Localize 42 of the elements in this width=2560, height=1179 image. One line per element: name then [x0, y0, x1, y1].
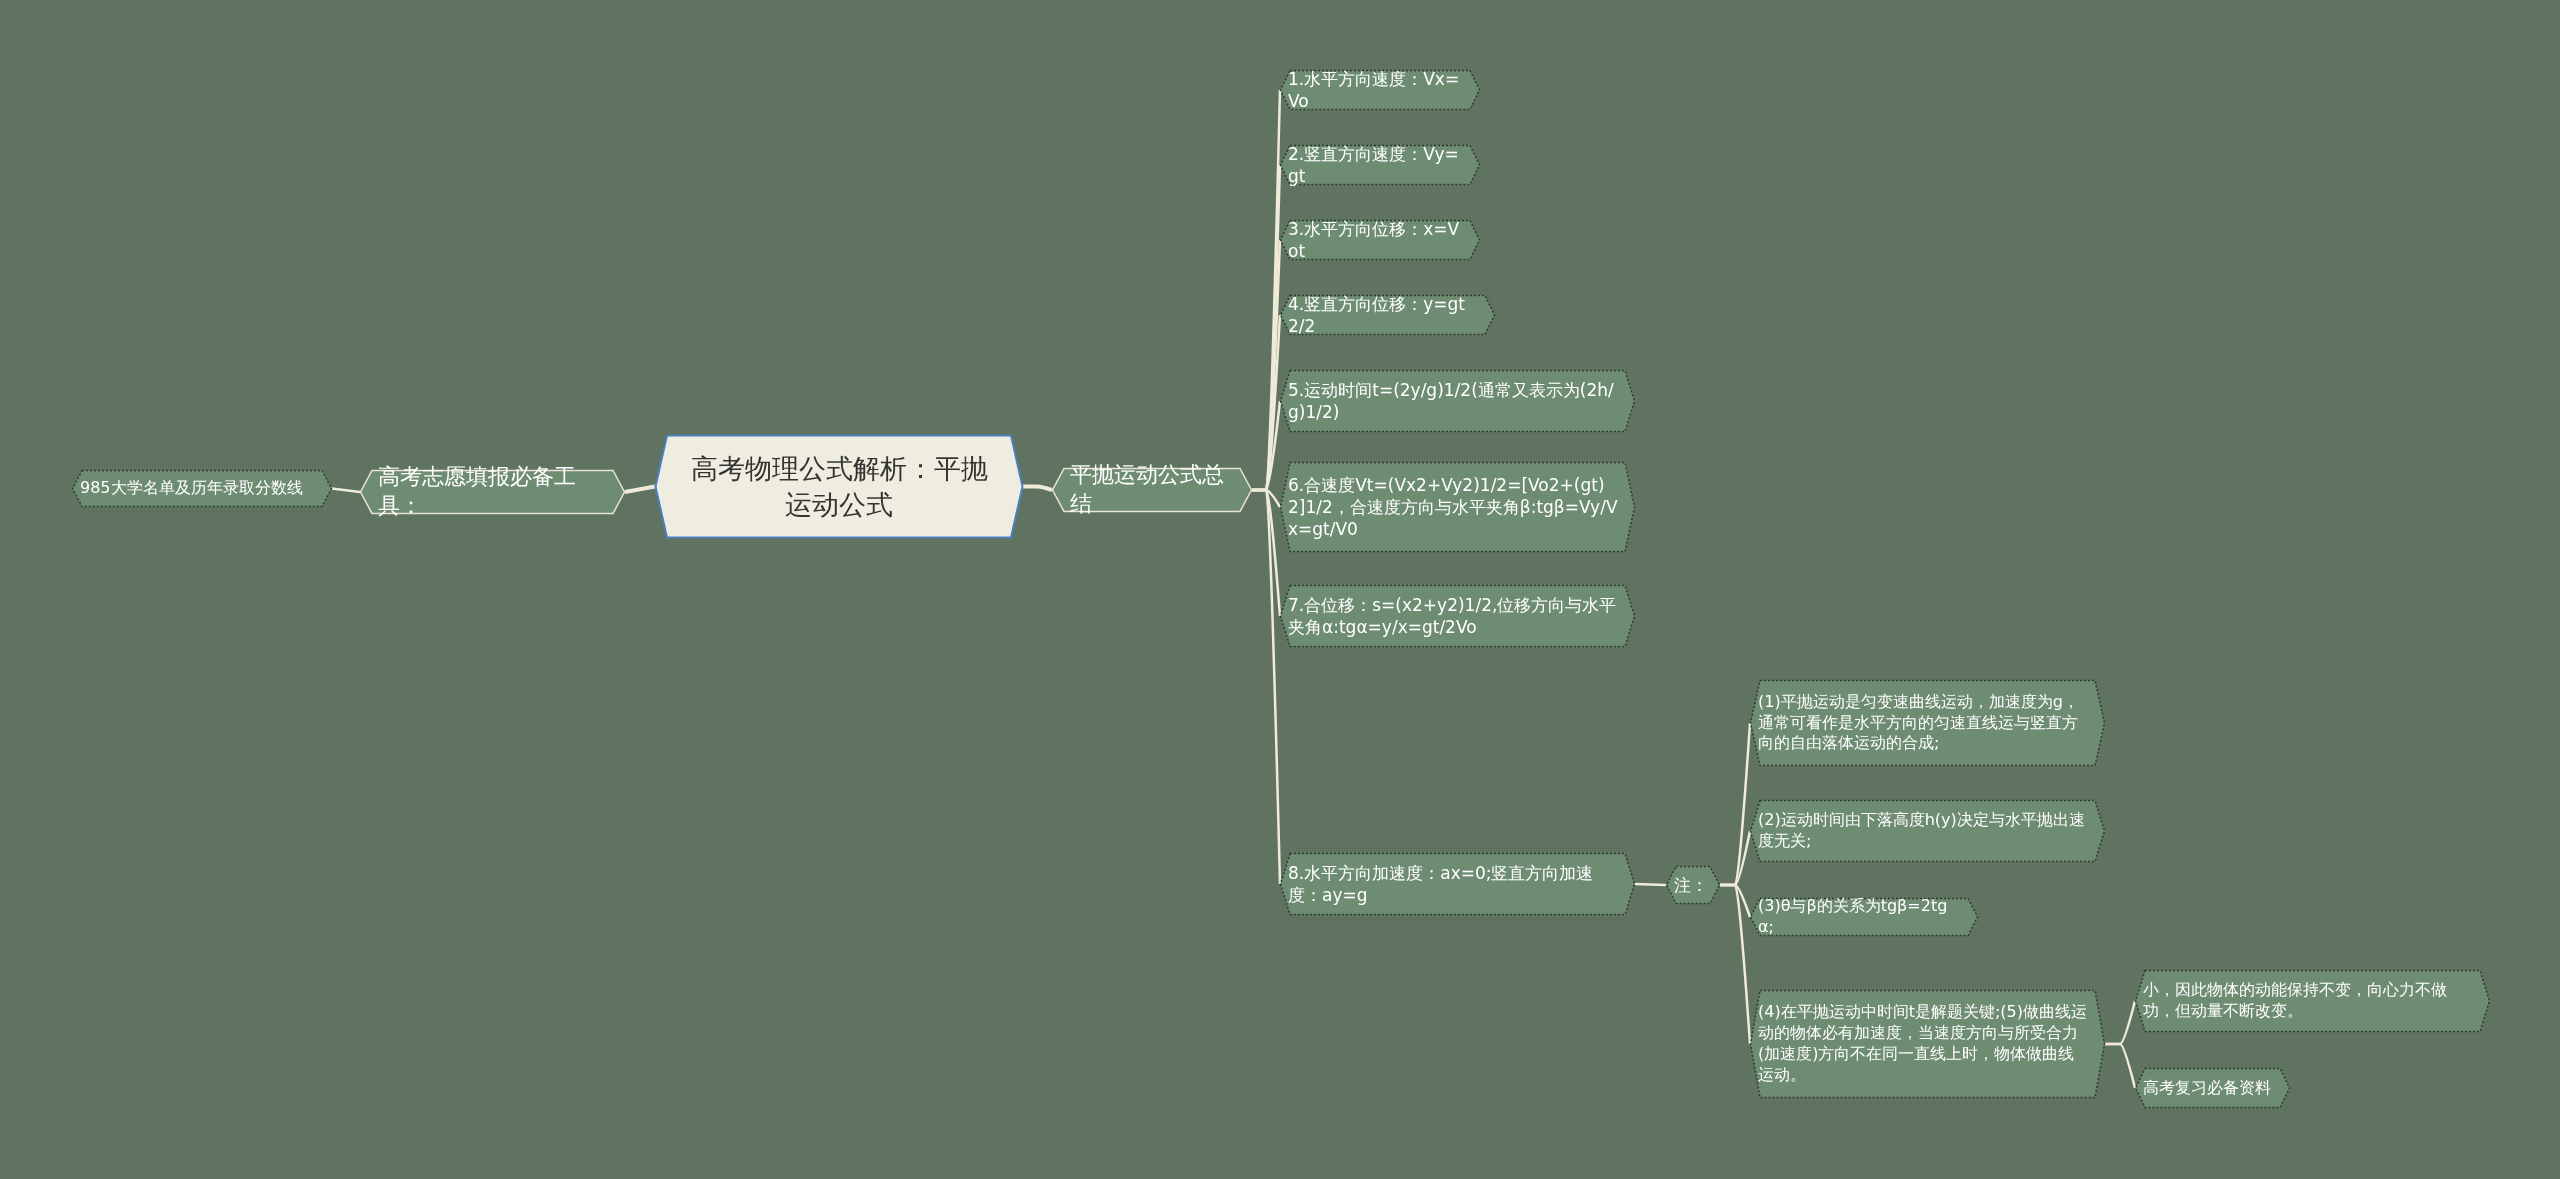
- subtopic-box: [1280, 145, 1480, 185]
- connector-line: [1252, 488, 1282, 885]
- connector-line: [1023, 484, 1053, 492]
- topic-text: 平抛运动公式总结: [1070, 461, 1225, 518]
- connector-line: [2105, 1042, 2137, 1089]
- connector-line: [1634, 882, 1667, 887]
- topic-text: 高考志愿填报必备工具：: [378, 463, 577, 520]
- subtopic-box: [1280, 585, 1635, 647]
- topic-text: 6.合速度Vt=(Vx2+Vy2)1/2=[Vo2+(gt)2]1/2，合速度方向与水平夹角β:tgβ=Vy/Vx=gt/V0: [1288, 473, 1619, 541]
- topic-text: 3.水平方向位移：x=Vot: [1288, 217, 1461, 263]
- subtopic-box: [2135, 970, 2490, 1032]
- subtopic-box: [1750, 990, 2105, 1098]
- subtopic-box: [1280, 462, 1635, 552]
- topic-text: 小，因此物体的动能保持不变，向心力不做功，但动量不断改变。: [2143, 980, 2448, 1022]
- topic-text: (3)θ与β的关系为tgβ=2tgα;: [1758, 896, 1949, 938]
- subtopic-box: [2135, 1068, 2290, 1108]
- subtopic-box: [1280, 295, 1495, 335]
- subtopic-box: [1280, 853, 1635, 915]
- topic-text: 5.运动时间t=(2y/g)1/2(通常又表示为(2h/g)1/2): [1288, 378, 1615, 424]
- subtopic-box: [1750, 680, 2105, 766]
- subtopic-box: [1280, 370, 1635, 432]
- topic-text: (4)在平抛运动中时间t是解题关键;(5)做曲线运动的物体必有加速度，当速度方向与所受合力(加速度)方向不在同一直线上时，物体做曲线运动。: [1758, 1002, 2088, 1086]
- topic-text: 8.水平方向加速度：ax=0;竖直方向加速度：ay=g: [1288, 861, 1595, 907]
- topic-text: 7.合位移：s=(x2+y2)1/2,位移方向与水平夹角α:tgα=y/x=gt/2Vo: [1288, 593, 1618, 639]
- subtopic-box: [1666, 866, 1720, 904]
- connector-line: [331, 487, 361, 494]
- central-topic-box: [655, 435, 1023, 538]
- connector-line: [624, 484, 656, 494]
- topic-text: 注：: [1674, 873, 1708, 897]
- subtopic-box: [72, 470, 332, 507]
- topic-text: 4.竖直方向位移：y=gt2/2: [1288, 292, 1466, 338]
- topic-text: 2.竖直方向速度：Vy=gt: [1288, 142, 1460, 188]
- topic-text: 高考复习必备资料: [2143, 1077, 2271, 1099]
- topic-text: (2)运动时间由下落高度h(y)决定与水平抛出速度无关;: [1758, 810, 2086, 852]
- subtopic-box: [1280, 220, 1480, 260]
- subtopic-box: [1750, 898, 1978, 936]
- subtopic-box: [1750, 800, 2105, 862]
- central-topic-text: 高考物理公式解析：平抛运动公式: [689, 452, 989, 522]
- topic-text: 985大学名单及历年录取分数线: [80, 478, 303, 499]
- subtopic-box: [1280, 70, 1480, 110]
- topic-text: 1.水平方向速度：Vx=Vo: [1288, 67, 1461, 113]
- topic-text: (1)平抛运动是匀变速曲线运动，加速度为g，通常可看作是水平方向的匀速直线运与竖直方向的自由落体运动的合成;: [1758, 691, 2080, 755]
